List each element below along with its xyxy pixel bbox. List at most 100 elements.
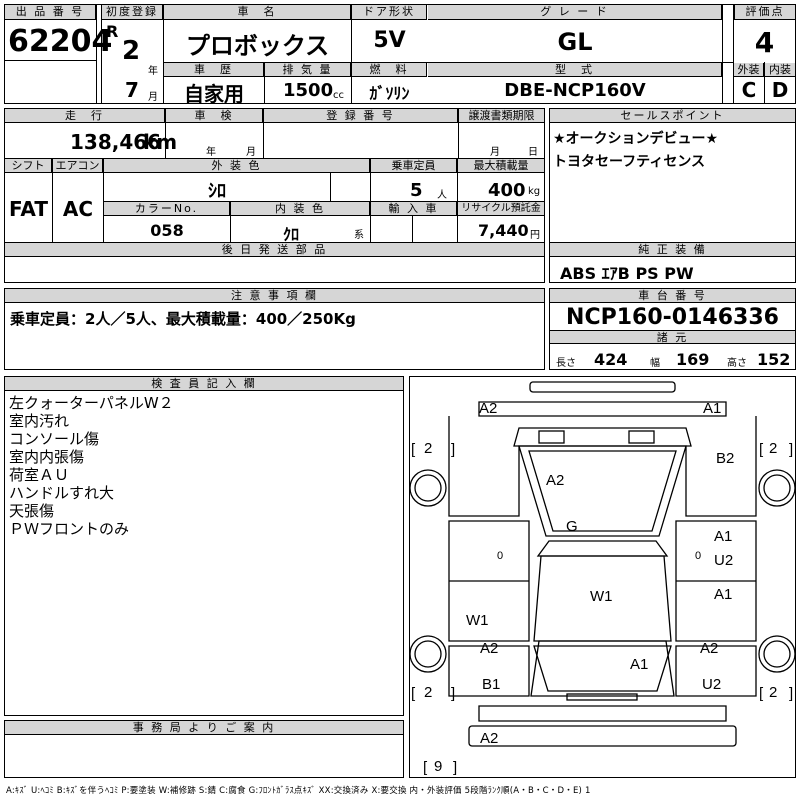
- door: 5V: [373, 28, 406, 53]
- int-color-border: [230, 201, 231, 242]
- history-label: 車 歴: [164, 63, 264, 77]
- color-no-label: カラーNo.: [104, 202, 230, 216]
- length-label: 長さ: [556, 358, 576, 369]
- exterior: C: [741, 78, 757, 102]
- mark-tire-rr: 2: [769, 684, 778, 701]
- mid-row1-divider: [4, 158, 545, 159]
- inspector-block: [4, 376, 404, 716]
- fuel-border-left: [351, 62, 352, 104]
- tire-rr-bracket-r: ]: [789, 685, 793, 702]
- mark-zero-r: 0: [695, 550, 702, 562]
- lot-divider: [4, 60, 97, 61]
- score-label: 評価点: [734, 5, 795, 20]
- inspector-label: 検 査 員 記 入 欄: [5, 377, 403, 391]
- exterior-label: 外装: [734, 63, 764, 77]
- inspector-line: 左クォーターパネルW２: [9, 394, 174, 412]
- tire-fr-bracket-r: ]: [789, 441, 793, 458]
- ext-color-inner: [330, 173, 331, 201]
- inspector-line: 室内汚れ: [9, 412, 70, 430]
- mark-tire-rl: 2: [424, 684, 433, 701]
- inspector-line: 室内内張傷: [9, 448, 85, 466]
- first-reg-border-left: [101, 4, 102, 104]
- inspector-line: コンソール傷: [9, 430, 100, 448]
- mark-tire-fr: 2: [769, 440, 778, 457]
- car-diagram: [ ] [ ] [ ] [ ] [ ]: [409, 381, 796, 776]
- spare-bracket-r: ]: [453, 759, 457, 776]
- first-reg-label: 初度登録: [101, 5, 163, 20]
- tire-rr-bracket-l: [: [759, 685, 764, 702]
- reg-no-border: [263, 108, 264, 158]
- mark-qtr-l2: B1: [482, 676, 501, 693]
- ext-int-divider: [764, 62, 765, 104]
- shift-label: シフト: [5, 159, 52, 173]
- displacement: 1500: [283, 80, 334, 101]
- lot-col-border: [96, 4, 97, 104]
- mileage-unit: km: [143, 130, 178, 154]
- import-inner: [412, 216, 413, 242]
- transfer-day-unit: 日: [528, 147, 538, 158]
- chassis-label: 車 台 番 号: [550, 289, 795, 303]
- tire-rl-bracket-r: ]: [451, 685, 455, 702]
- mark-windshield: G: [566, 518, 578, 535]
- length: 424: [594, 350, 628, 369]
- equipment: ABS ｴｱB PS PW: [560, 264, 694, 283]
- inspection-border: [165, 108, 166, 158]
- capacity-label: 乗車定員: [371, 159, 457, 173]
- mark-spare: 9: [434, 758, 443, 775]
- fuel-label: 燃 料: [352, 63, 427, 77]
- reg-year-unit: 年: [148, 66, 158, 77]
- mark-qtr-r: A2: [700, 640, 719, 657]
- transfer-month-unit: 月: [490, 147, 500, 158]
- ac-label: エアコン: [53, 159, 103, 173]
- displacement-label: 排 気 量: [265, 63, 351, 77]
- capacity-border: [370, 158, 371, 242]
- import-label: 輸 入 車: [371, 202, 457, 216]
- mark-qtr-l: A2: [480, 640, 499, 657]
- era: R: [106, 22, 119, 41]
- later-parts-label: 後 日 発 送 部 品: [5, 243, 544, 257]
- interior: D: [771, 78, 789, 102]
- notes-label: 注 意 事 項 欄: [5, 289, 544, 303]
- inspection-label: 車 検: [166, 109, 263, 123]
- mid-block: [4, 108, 545, 283]
- tire-fr-bracket-l: [: [759, 441, 764, 458]
- score: 4: [754, 26, 775, 59]
- ac-border: [103, 158, 104, 242]
- width-label: 幅: [650, 358, 660, 369]
- width: 169: [676, 350, 710, 369]
- sales-label: セールスポイント: [550, 109, 795, 123]
- shift: FAT: [9, 197, 48, 221]
- score-border-left: [733, 4, 734, 104]
- inspector-line: 天張傷: [9, 502, 55, 520]
- ac: AC: [62, 197, 94, 221]
- mark-front-right: A1: [703, 400, 722, 417]
- tire-fl-bracket-r: ]: [451, 441, 455, 458]
- transfer-border: [458, 108, 459, 158]
- mark-front-left: A2: [479, 400, 498, 417]
- top-grade-border-right: [722, 4, 723, 104]
- lot-no-label: 出 品 番 号: [5, 5, 96, 20]
- door-border-left: [351, 4, 352, 62]
- car-name: プロボックス: [185, 32, 330, 60]
- dims-label: 諸 元: [550, 330, 795, 344]
- recycle-label: リサイクル預託金: [458, 202, 544, 216]
- color-no: 058: [150, 221, 184, 240]
- mark-roof: W1: [590, 588, 613, 605]
- spare-bracket-l: [: [423, 759, 428, 776]
- int-color: ｸﾛ: [282, 225, 299, 244]
- int-color-label: 内 装 色: [231, 202, 370, 216]
- diagram-block: [409, 376, 796, 778]
- mark-rear-gate: A1: [630, 656, 649, 673]
- grade-label: グ レ ー ド: [428, 5, 722, 20]
- top-row-divider: [164, 62, 734, 63]
- max-load: 400: [488, 180, 526, 201]
- transfer-label: 譲渡書類期限: [459, 109, 544, 123]
- mark-zero-l: 0: [497, 550, 504, 562]
- notes-block: [4, 288, 545, 370]
- inspector-line: ＰＷフロントのみ: [9, 520, 130, 538]
- recycle: 7,440: [478, 221, 529, 240]
- mid-row2-divider: [104, 201, 545, 202]
- sales-point-2: トヨタセーフティセンス: [553, 154, 706, 170]
- reg-year: 2: [122, 36, 141, 66]
- ext-color: ｼﾛ: [208, 181, 226, 202]
